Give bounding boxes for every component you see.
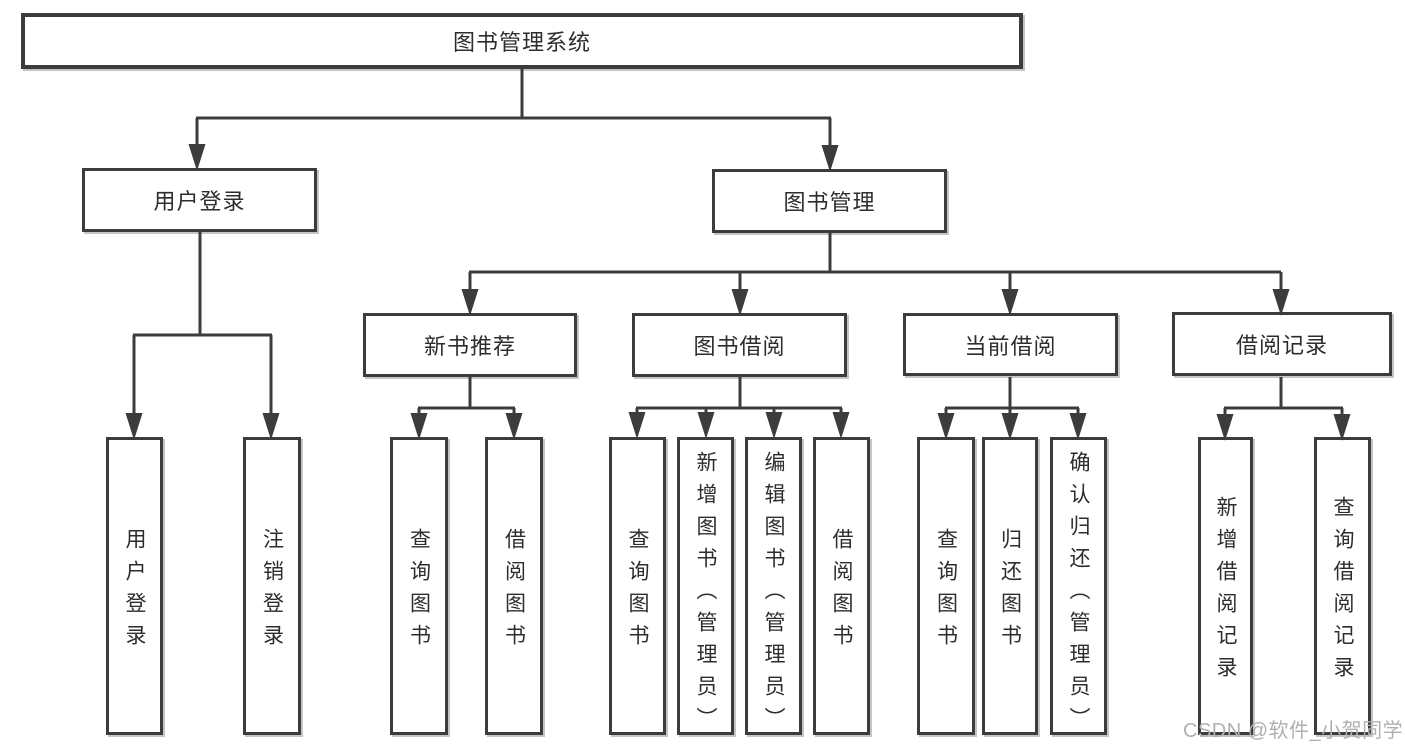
leaf-label: 用户登录 [123, 527, 146, 656]
leaf-confirm-return-admin: 确认归还（管理员） [1050, 437, 1107, 739]
node-label: 图书借阅 [693, 334, 786, 359]
leaf-edit-books-admin: 编辑图书（管理员） [745, 437, 802, 739]
leaf-label: 编辑图书（管理员） [762, 451, 785, 739]
node-label: 借阅记录 [1235, 333, 1328, 358]
leaf-label: 借阅图书 [502, 527, 526, 656]
leaf-query-borrow-record: 查询借阅记录 [1314, 437, 1371, 735]
leaf-user-login: 用户登录 [106, 437, 163, 735]
leaf-return-books: 归还图书 [982, 437, 1038, 735]
node-borrow-records: 借阅记录 [1172, 312, 1392, 376]
node-label: 图书管理 [783, 190, 876, 215]
leaf-label: 查询图书 [626, 527, 649, 656]
node-user-login: 用户登录 [82, 168, 317, 232]
leaf-borrow-books: 借阅图书 [813, 437, 870, 735]
leaf-label: 归还图书 [998, 527, 1022, 656]
node-new-book-recommend: 新书推荐 [363, 313, 577, 377]
leaf-borrow-books: 借阅图书 [485, 437, 543, 735]
node-label: 用户登录 [153, 189, 246, 214]
leaf-label: 借阅图书 [830, 527, 853, 656]
leaf-label: 查询借阅记录 [1331, 495, 1354, 688]
leaf-add-books-admin: 新增图书（管理员） [677, 437, 734, 739]
node-current-borrowing: 当前借阅 [903, 313, 1118, 376]
node-label: 当前借阅 [964, 333, 1057, 359]
leaf-label: 新增借阅记录 [1214, 495, 1237, 688]
node-book-management: 图书管理 [712, 169, 947, 233]
leaf-label: 新增图书（管理员） [694, 451, 717, 739]
leaf-label: 确认归还（管理员） [1067, 451, 1090, 739]
leaf-label: 注销登录 [260, 527, 284, 656]
node-label: 新书推荐 [423, 334, 516, 359]
leaf-add-borrow-record: 新增借阅记录 [1198, 437, 1253, 735]
leaf-query-books: 查询图书 [917, 437, 975, 735]
node-label: 图书管理系统 [452, 30, 591, 55]
leaf-label: 查询图书 [934, 527, 958, 656]
watermark: CSDN @软件_小贺同学 [1183, 720, 1404, 742]
leaf-logout: 注销登录 [243, 437, 301, 735]
leaf-label: 查询图书 [407, 527, 431, 656]
node-library-management-system: 图书管理系统 [21, 13, 1023, 69]
leaf-query-books: 查询图书 [609, 437, 666, 735]
node-book-borrowing: 图书借阅 [632, 313, 847, 377]
leaf-query-books: 查询图书 [390, 437, 448, 735]
